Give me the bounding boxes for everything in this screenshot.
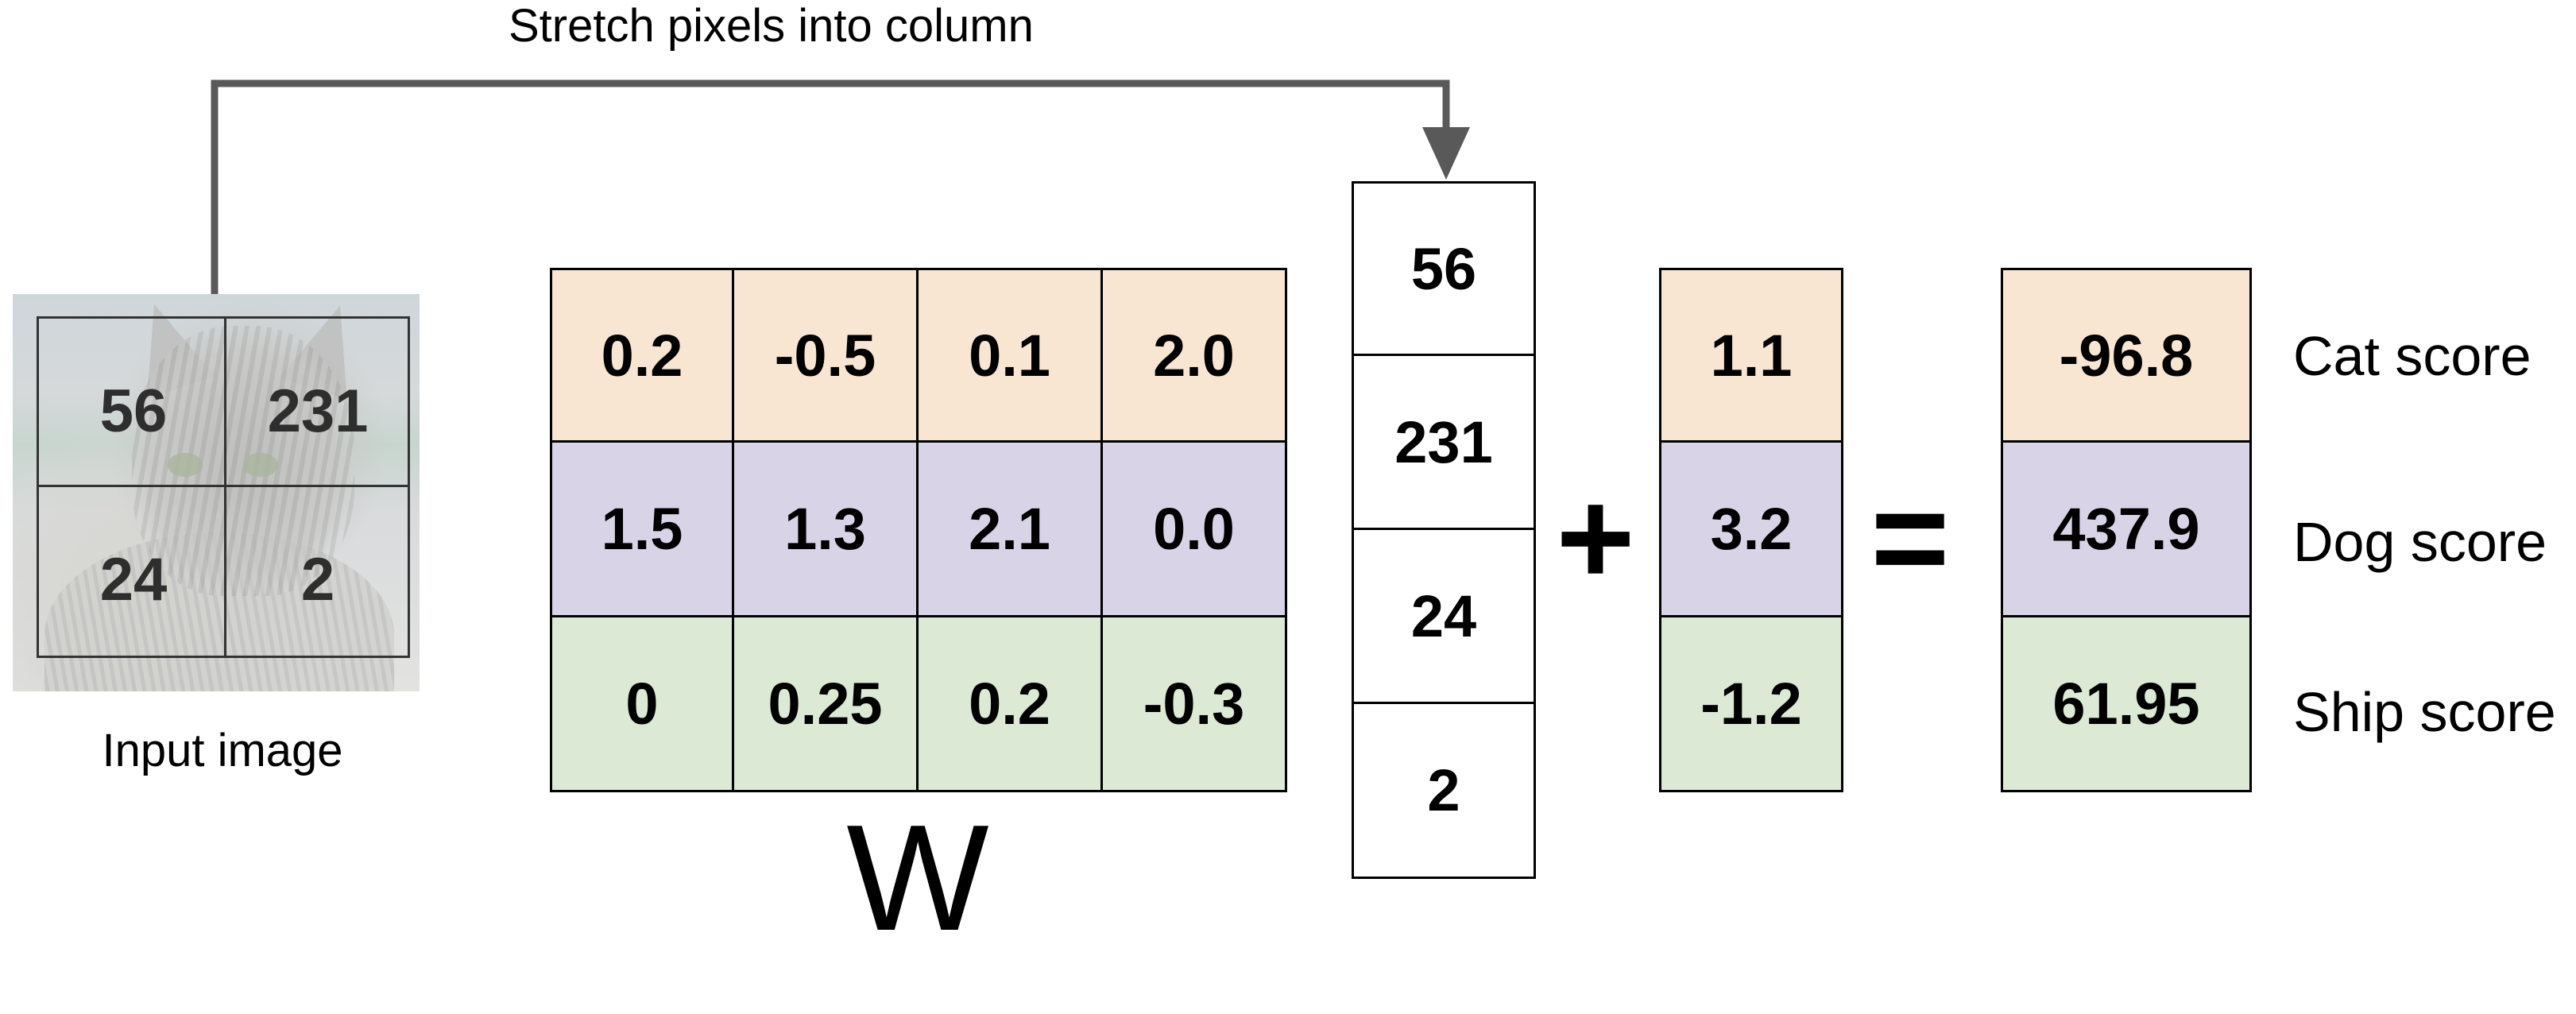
scores-column: -96.8 437.9 61.95 — [2001, 268, 2252, 792]
ship-score-label: Ship score — [2293, 681, 2556, 743]
cat-score-label: Cat score — [2293, 325, 2532, 387]
weight-cell: -0.5 — [734, 268, 919, 443]
column-cell: 231 — [1352, 356, 1536, 530]
pixel-column: 56 231 24 2 — [1352, 181, 1536, 879]
weight-cell: 1.5 — [550, 443, 734, 617]
pixel-grid — [37, 316, 410, 658]
column-cell: 2 — [1352, 704, 1536, 879]
weight-cell: 0.2 — [919, 617, 1103, 792]
pixel-value: 2 — [300, 546, 335, 613]
column-cell: 24 — [1352, 530, 1536, 704]
arrow-label: Stretch pixels into column — [509, 0, 1034, 52]
input-image-caption: Input image — [102, 725, 343, 776]
bias-cell: 3.2 — [1659, 443, 1843, 617]
bias-cell: -1.2 — [1659, 617, 1843, 792]
pixel-grid-divider-vertical — [224, 316, 226, 658]
score-cell: 61.95 — [2001, 617, 2252, 792]
weight-cell: 2.0 — [1103, 268, 1287, 443]
score-cell: 437.9 — [2001, 443, 2252, 617]
weight-cell: 0.0 — [1103, 443, 1287, 617]
bias-cell: 1.1 — [1659, 268, 1843, 443]
input-image: 56 231 24 2 — [13, 294, 420, 691]
dog-score-label: Dog score — [2293, 511, 2547, 573]
bias-column: 1.1 3.2 -1.2 — [1659, 268, 1843, 792]
pixel-value: 231 — [267, 377, 369, 445]
pixel-grid-divider-horizontal — [37, 485, 410, 487]
pixel-value: 24 — [99, 546, 168, 613]
weight-cell: -0.3 — [1103, 617, 1287, 792]
cat-right-eye — [243, 453, 278, 477]
cat-left-eye — [168, 453, 203, 477]
weight-cell: 0.1 — [919, 268, 1103, 443]
weight-cell: 0 — [550, 617, 734, 792]
weight-cell: 1.3 — [734, 443, 919, 617]
score-cell: -96.8 — [2001, 268, 2252, 443]
equals-sign: = — [1870, 462, 1950, 613]
weight-cell: 2.1 — [919, 443, 1103, 617]
weight-cell: 0.2 — [550, 268, 734, 443]
weight-matrix: 0.2 -0.5 0.1 2.0 1.5 1.3 2.1 0.0 0 0.25 … — [550, 268, 1287, 792]
weight-matrix-label: W — [846, 794, 989, 962]
column-cell: 56 — [1352, 181, 1536, 356]
weight-cell: 0.25 — [734, 617, 919, 792]
plus-sign: + — [1556, 462, 1635, 613]
pixel-value: 56 — [99, 377, 168, 445]
